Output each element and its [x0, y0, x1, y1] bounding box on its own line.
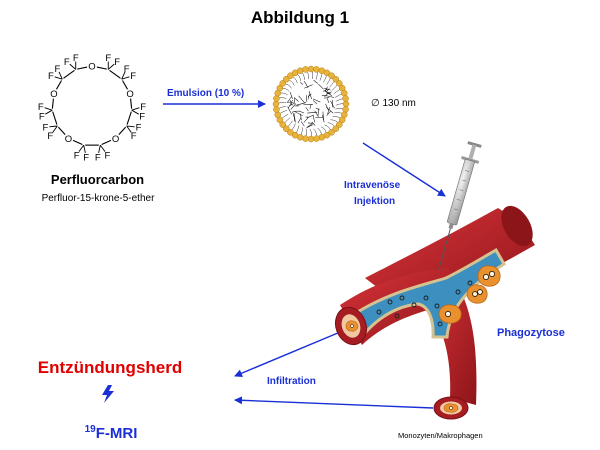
- fluorine-atom: F: [64, 57, 70, 68]
- cells-label: Monozyten/Makrophagen: [398, 431, 483, 440]
- figure-title: Abbildung 1: [250, 8, 350, 27]
- fluorine-atom: F: [74, 150, 80, 161]
- lightning-bolt-icon: [102, 385, 114, 403]
- nanoemulsion-particle: [272, 65, 350, 143]
- mri-isotope: 19: [84, 424, 96, 435]
- emulsion-label: Emulsion (10 %): [167, 88, 245, 99]
- fluorine-atom: F: [38, 102, 44, 113]
- oxygen-atom: O: [112, 134, 119, 145]
- fluorine-atom: F: [114, 57, 120, 68]
- infiltration-arrow-lower: [234, 396, 434, 409]
- molecule-subname: Perfluor-15-krone-5-ether: [41, 193, 155, 204]
- macrophage: [443, 403, 459, 413]
- lipid-headgroups: [272, 65, 350, 143]
- oxygen-atom: O: [65, 134, 72, 145]
- blood-vessel: [334, 205, 535, 420]
- ring-bonds: [51, 66, 133, 146]
- fluorine-atom: F: [105, 53, 111, 64]
- fluorine-atom: F: [83, 152, 89, 163]
- fluorine-atom: F: [73, 53, 79, 64]
- fluorine-atom: F: [136, 123, 142, 134]
- mri-label: 19F-MRI: [56, 424, 166, 442]
- infiltration-label: Infiltration: [267, 376, 316, 387]
- macrophage: [477, 265, 501, 287]
- fluorine-atom: F: [124, 64, 130, 75]
- fluorine-bonds: [44, 61, 140, 154]
- oxygen-atom: O: [126, 89, 133, 100]
- macrophage: [466, 284, 488, 304]
- molecule-name: Perfluorcarbon: [50, 172, 145, 187]
- injection-label-line2: Injektion: [354, 196, 396, 207]
- macrophage-cells: [345, 265, 501, 413]
- injection-label-line1: Intravenöse: [344, 180, 401, 191]
- vessel-upper-opening: [501, 205, 533, 247]
- inflammation-site-label: Entzündungsherd: [37, 358, 183, 377]
- syringe: [438, 141, 482, 271]
- mri-text: F-MRI: [95, 425, 138, 442]
- macrophage: [438, 304, 462, 324]
- particle-size-label: ∅ 130 nm: [371, 98, 416, 109]
- fluorine-atom: F: [104, 150, 110, 161]
- fluorine-atom: F: [39, 112, 45, 123]
- macrophage: [345, 320, 359, 332]
- fluorine-atom: F: [140, 102, 146, 113]
- injection-arrow: [362, 142, 446, 197]
- fluorine-atom: F: [43, 123, 49, 134]
- fluorine-atom: F: [48, 71, 54, 82]
- fluorine-atom: F: [47, 131, 53, 142]
- fluorine-atom: F: [130, 71, 136, 82]
- phagocytosis-label: Phagozytose: [497, 327, 565, 339]
- fluorine-atom: F: [95, 152, 101, 163]
- oxygen-atom: O: [88, 62, 95, 73]
- vessel-lumen: [354, 247, 507, 339]
- oxygen-atom: O: [50, 89, 57, 100]
- fluorine-atom: F: [54, 64, 60, 75]
- fluorine-atom: F: [139, 112, 145, 123]
- infiltration-arrow-upper: [234, 329, 346, 377]
- fluorocarbon-core: [286, 79, 335, 128]
- fluorine-atom: F: [131, 131, 137, 142]
